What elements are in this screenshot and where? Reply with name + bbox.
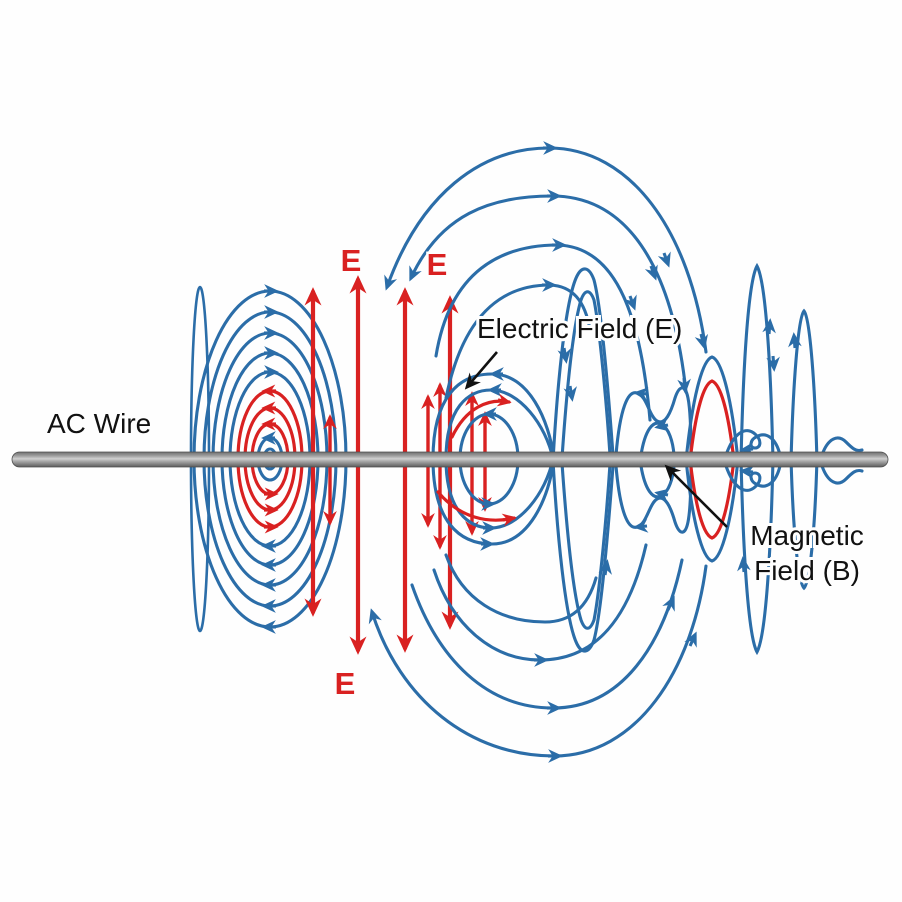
e-symbol-top-right: E	[427, 247, 448, 282]
upper-field-arcs	[384, 141, 708, 422]
text-labels: AC Wire Electric Field (E) Magnetic Fiel…	[44, 241, 867, 704]
e-symbol-top-left: E	[341, 243, 362, 278]
right-tall-loops	[724, 262, 864, 656]
ac-wire	[11, 451, 889, 468]
magnetic-lens-loop	[684, 355, 740, 563]
electric-field-pointer-arrow	[464, 351, 498, 390]
lower-field-arcs	[368, 543, 708, 763]
magnetic-field-label-line1: Magnetic	[750, 520, 864, 551]
electric-field-label: Electric Field (E)	[477, 313, 682, 344]
mid-wave-loops	[551, 267, 693, 653]
annotations	[464, 351, 728, 528]
magnetic-field-label-line2: Field (B)	[754, 555, 860, 586]
magnetic-field-pointer-arrow	[664, 464, 728, 528]
ac-wire-label: AC Wire	[47, 408, 151, 439]
e-symbol-bottom: E	[335, 666, 356, 701]
